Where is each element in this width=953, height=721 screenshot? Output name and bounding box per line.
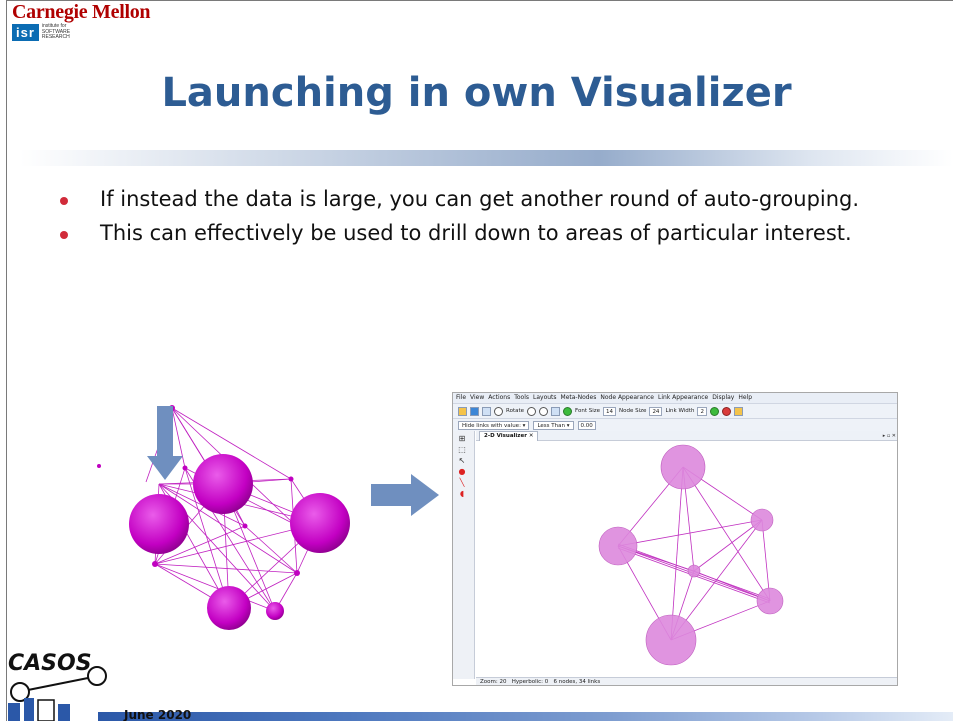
bullet-text: This can effectively be used to drill do…: [100, 221, 852, 245]
pointer-tool-icon[interactable]: ↖: [458, 456, 466, 465]
graph-node: [207, 586, 251, 630]
menu-meta-nodes[interactable]: Meta-Nodes: [560, 394, 597, 401]
menu-layouts[interactable]: Layouts: [533, 394, 557, 401]
node-size-spinner[interactable]: 24: [649, 406, 663, 416]
font-size-label: Font Size: [575, 408, 601, 414]
grouped-network-graph: [97, 405, 350, 630]
eraser-icon[interactable]: ◖: [459, 489, 465, 498]
graph-node: [193, 454, 253, 514]
graph-node: [97, 464, 101, 468]
visualizer-statusbar: Zoom: 20 Hyperbolic: 0 6 nodes, 34 links: [476, 677, 897, 685]
rotate-left-icon[interactable]: [527, 406, 537, 416]
camera-icon[interactable]: [551, 406, 561, 416]
graph-node: [152, 561, 158, 567]
canvas-node[interactable]: [756, 587, 784, 615]
move-tool-icon[interactable]: ⊞: [458, 434, 466, 443]
down-arrow-icon: [147, 406, 183, 480]
globe-icon[interactable]: [709, 406, 719, 416]
select-tool-icon[interactable]: ⬚: [458, 445, 466, 454]
slide-title: Launching in own Visualizer: [161, 70, 792, 116]
tab-label: 2-D Visualizer: [484, 433, 527, 439]
zoom-readout: Zoom: 20: [480, 679, 507, 685]
hide-links-dropdown[interactable]: Hide links with value: ▾: [458, 420, 530, 430]
right-arrow-icon: [371, 474, 439, 516]
footer-bar: [98, 712, 953, 721]
canvas-node[interactable]: [687, 564, 701, 578]
canvas-node[interactable]: [660, 444, 706, 490]
graph-node: [129, 494, 189, 554]
menu-display[interactable]: Display: [712, 394, 735, 401]
graph-node: [242, 523, 248, 529]
comparison-value: Less Than: [537, 422, 565, 429]
isr-logo: isr institute for SOFTWARE RESEARCH: [12, 24, 82, 41]
target-icon[interactable]: [721, 406, 731, 416]
title-divider: [20, 150, 953, 166]
bullet-dot-icon: [60, 197, 68, 205]
canvas-node[interactable]: [645, 614, 697, 666]
bullet-dot-icon: [60, 231, 68, 239]
node-size-label: Node Size: [619, 408, 647, 414]
visualizer-canvas[interactable]: [476, 441, 898, 677]
tool-palette: ⊞ ⬚ ↖ ● ╲ ◖: [453, 431, 475, 679]
panel-controls-icon[interactable]: ▸ ▫ ✕: [882, 433, 896, 439]
bullet-item: If instead the data is large, you can ge…: [60, 184, 880, 215]
rotate-right-icon[interactable]: [539, 406, 549, 416]
canvas-node[interactable]: [750, 508, 774, 532]
threshold-spinner[interactable]: 0.00: [577, 420, 596, 430]
casos-logo-text: CASOS: [8, 651, 92, 676]
link-filter-bar: Hide links with value: ▾ Less Than ▾ 0.0…: [453, 418, 897, 431]
font-size-spinner[interactable]: 14: [603, 406, 617, 416]
visualizer-window: File View Actions Tools Layouts Meta-Nod…: [452, 392, 898, 686]
footer-date: June 2020: [124, 708, 192, 721]
visualizer-menubar: File View Actions Tools Layouts Meta-Nod…: [453, 393, 897, 403]
visualizer-toolbar: Rotate Font Size 14 Node Size 24 Link Wi…: [453, 403, 897, 418]
pause-icon[interactable]: [482, 406, 491, 416]
menu-tools[interactable]: Tools: [514, 394, 529, 401]
visualizer-tabbar: 2-D Visualizer ✕ ▸ ▫ ✕: [476, 431, 897, 441]
play-icon[interactable]: [470, 406, 479, 416]
graph-node: [290, 493, 350, 553]
isr-name: institute for SOFTWARE RESEARCH: [41, 23, 71, 41]
refresh-icon[interactable]: [563, 406, 573, 416]
cmu-logo: Carnegie Mellon: [12, 1, 151, 23]
menu-node-appearance[interactable]: Node Appearance: [600, 394, 654, 401]
new-icon[interactable]: [458, 406, 467, 416]
zoom-icon[interactable]: [494, 406, 503, 416]
menu-actions[interactable]: Actions: [488, 394, 511, 401]
link-width-label: Link Width: [665, 408, 695, 414]
canvas-nodes: [598, 444, 784, 666]
graph-node: [266, 602, 284, 620]
menu-view[interactable]: View: [470, 394, 485, 401]
bullet-text: If instead the data is large, you can ge…: [100, 187, 860, 211]
graph-nodes: [97, 405, 350, 630]
hide-links-label: Hide links with value:: [462, 422, 521, 429]
canvas-node[interactable]: [598, 526, 638, 566]
tab-2d-visualizer[interactable]: 2-D Visualizer ✕: [479, 431, 539, 441]
menu-link-appearance[interactable]: Link Appearance: [657, 394, 709, 401]
link-width-spinner[interactable]: 2: [697, 406, 707, 416]
rotate-label: Rotate: [506, 408, 525, 414]
highlight-icon[interactable]: [733, 406, 743, 416]
menu-file[interactable]: File: [456, 394, 467, 401]
graph-node: [182, 465, 188, 471]
menu-help[interactable]: Help: [738, 394, 753, 401]
add-node-icon[interactable]: ●: [458, 467, 466, 476]
slide-left-border: [6, 0, 7, 721]
casos-logo: CASOS: [8, 651, 107, 721]
hyperbolic-readout: Hyperbolic: 0: [511, 679, 549, 685]
graph-node: [288, 476, 294, 482]
comparison-dropdown[interactable]: Less Than ▾: [533, 420, 574, 430]
add-link-icon[interactable]: ╲: [459, 478, 465, 487]
graph-counts: 6 nodes, 34 links: [553, 679, 601, 685]
bullet-item: This can effectively be used to drill do…: [60, 218, 880, 249]
bullet-list: If instead the data is large, you can ge…: [60, 184, 880, 252]
graph-node: [294, 570, 300, 576]
canvas-links: [617, 466, 771, 641]
isr-badge: isr: [12, 24, 39, 41]
slide-top-border: [6, 0, 953, 1]
